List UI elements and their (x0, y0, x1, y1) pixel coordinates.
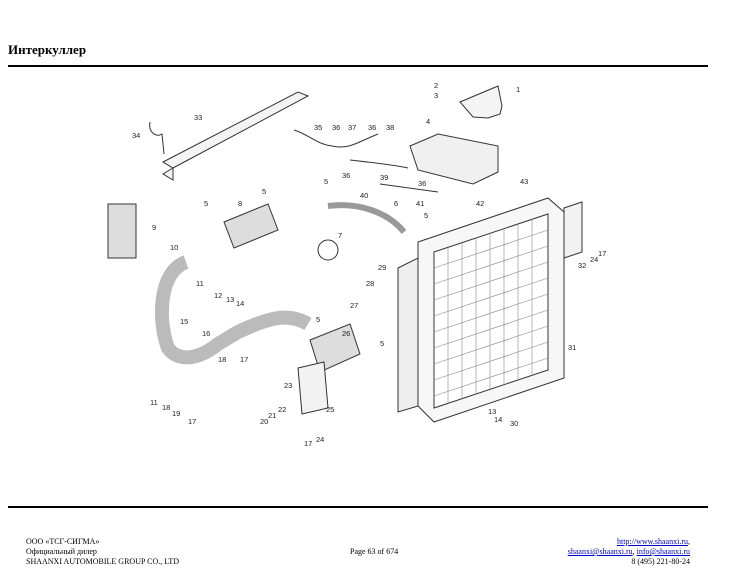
svg-text:40: 40 (360, 191, 368, 200)
hose-6 (327, 202, 407, 234)
svg-text:13: 13 (488, 407, 496, 416)
radiator-core (433, 213, 549, 409)
svg-text:43: 43 (520, 177, 528, 186)
svg-text:10: 10 (170, 243, 178, 252)
svg-text:21: 21 (268, 411, 276, 420)
svg-text:11: 11 (196, 279, 204, 288)
footer-phone: 8 (495) 221-80-24 (631, 557, 690, 566)
svg-text:2: 2 (434, 81, 438, 90)
clamp-7 (317, 239, 339, 261)
hose-39 (349, 159, 409, 169)
svg-text:15: 15 (180, 317, 188, 326)
svg-text:32: 32 (578, 261, 586, 270)
footer-group: SHAANXI AUTOMOBILE GROUP CO., LTD (26, 557, 180, 566)
svg-text:17: 17 (188, 417, 196, 426)
svg-text:24: 24 (316, 435, 324, 444)
bellows-26 (309, 323, 361, 373)
svg-text:20: 20 (260, 417, 268, 426)
svg-text:23: 23 (284, 381, 292, 390)
svg-text:28: 28 (366, 279, 374, 288)
svg-text:31: 31 (568, 343, 576, 352)
svg-text:5: 5 (424, 211, 428, 220)
svg-text:4: 4 (426, 117, 430, 126)
page-title: Интеркуллер (8, 42, 87, 57)
footer-divider (8, 506, 708, 508)
support-bracket (459, 85, 503, 119)
svg-text:14: 14 (236, 299, 244, 308)
hose-35-38 (293, 129, 379, 148)
footer-company-block: ООО «ТСГ-СИГМА» Официальный дилер SHAANX… (26, 537, 179, 567)
svg-text:24: 24 (590, 255, 598, 264)
svg-text:14: 14 (494, 415, 502, 424)
small-bracket (149, 121, 165, 155)
svg-text:5: 5 (316, 315, 320, 324)
svg-text:34: 34 (132, 131, 140, 140)
svg-text:7: 7 (338, 231, 342, 240)
bellows-8 (223, 203, 279, 249)
svg-text:18: 18 (162, 403, 170, 412)
website-link[interactable]: http://www.shaanxi.ru (616, 537, 688, 546)
bellows-9 (107, 203, 137, 259)
svg-text:12: 12 (214, 291, 222, 300)
svg-text:5: 5 (204, 199, 208, 208)
svg-text:22: 22 (278, 405, 286, 414)
svg-text:5: 5 (262, 187, 266, 196)
svg-text:8: 8 (238, 199, 242, 208)
svg-text:3: 3 (434, 91, 438, 100)
footer-dealer: Официальный дилер (26, 547, 97, 556)
svg-text:36: 36 (332, 123, 340, 132)
hose-41 (379, 183, 439, 193)
svg-text:35: 35 (314, 123, 322, 132)
svg-text:5: 5 (380, 339, 384, 348)
svg-text:9: 9 (152, 223, 156, 232)
svg-text:36: 36 (342, 171, 350, 180)
footer-contact-block: http://www.shaanxi.ru, shaanxi@shaanxi.r… (567, 537, 690, 566)
top-bracket (161, 91, 310, 181)
expansion-tank (409, 133, 499, 185)
svg-text:26: 26 (342, 329, 350, 338)
svg-text:18: 18 (218, 355, 226, 364)
intake-pipe-10 (154, 255, 312, 365)
svg-text:25: 25 (326, 405, 334, 414)
svg-text:37: 37 (348, 123, 356, 132)
footer-company: ООО «ТСГ-СИГМА» (26, 537, 100, 546)
page-number: Page 63 of 674 (350, 547, 399, 556)
side-panel (397, 257, 419, 413)
email-link-shaanxi[interactable]: shaanxi@shaanxi.ru (567, 547, 633, 556)
svg-text:39: 39 (380, 173, 388, 182)
svg-text:11: 11 (150, 398, 158, 407)
svg-text:6: 6 (394, 199, 398, 208)
mount-plate-23 (297, 361, 329, 415)
svg-text:38: 38 (386, 123, 394, 132)
svg-text:17: 17 (598, 249, 606, 258)
svg-text:17: 17 (304, 439, 312, 448)
svg-text:42: 42 (476, 199, 484, 208)
svg-text:30: 30 (510, 419, 518, 428)
svg-text:36: 36 (368, 123, 376, 132)
svg-text:17: 17 (240, 355, 248, 364)
svg-text:33: 33 (194, 113, 202, 122)
svg-text:41: 41 (416, 199, 424, 208)
svg-text:19: 19 (172, 409, 180, 418)
svg-text:1: 1 (516, 85, 520, 94)
plate-32 (563, 201, 583, 259)
svg-text:16: 16 (202, 329, 210, 338)
svg-text:13: 13 (226, 295, 234, 304)
svg-text:27: 27 (350, 301, 358, 310)
svg-text:36: 36 (418, 179, 426, 188)
svg-text:29: 29 (378, 263, 386, 272)
header-divider (8, 65, 708, 67)
email-link-info[interactable]: info@shaanxi.ru (636, 547, 690, 556)
svg-text:5: 5 (324, 177, 328, 186)
